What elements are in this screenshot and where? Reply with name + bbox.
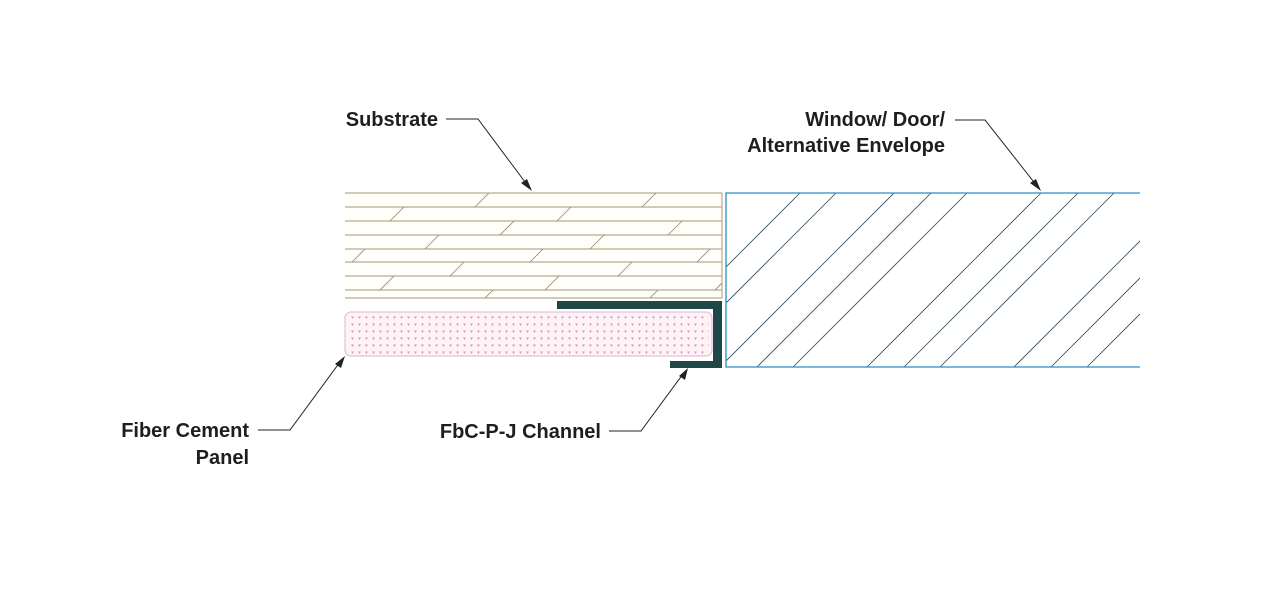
substrate-joint	[649, 289, 659, 298]
substrate-joints	[351, 193, 722, 298]
window-door-envelope	[725, 192, 1140, 368]
substrate-joint	[379, 275, 395, 291]
envelope-hatch-line	[792, 193, 968, 367]
channel-arrow-icon	[679, 368, 688, 380]
substrate-joint	[474, 193, 490, 208]
substrate-leader	[446, 118, 529, 187]
substrate-label: Substrate	[346, 109, 438, 131]
substrate-joint	[696, 248, 711, 263]
substrate-joint	[617, 261, 633, 277]
envelope-hatch-line	[1086, 313, 1140, 367]
panel-leader	[258, 361, 341, 431]
leader-arrowheads	[335, 179, 1041, 380]
envelope-hatch-line	[726, 193, 837, 304]
envelope-hatch-line	[866, 193, 1042, 367]
substrate-joint	[529, 248, 544, 263]
substrate-joint	[449, 261, 465, 277]
substrate-joint	[389, 206, 405, 222]
fiber-cement-panel	[344, 311, 713, 357]
channel-leader	[609, 373, 684, 432]
envelope-hatch-line	[1013, 240, 1140, 367]
substrate-joint	[556, 206, 572, 222]
substrate-joint	[544, 275, 560, 291]
substrate-joint	[667, 220, 683, 236]
envelope-label-line2: Alternative Envelope	[747, 135, 945, 157]
substrate-arrow-icon	[521, 179, 532, 191]
substrate-joint	[499, 220, 515, 236]
substrate-joint	[484, 289, 494, 298]
envelope-label-line1: Window/ Door/	[805, 109, 945, 131]
substrate-joint	[589, 234, 605, 250]
envelope-hatch-line	[726, 193, 801, 268]
envelope-leader	[955, 119, 1038, 187]
envelope-hatch-line	[1050, 277, 1140, 367]
panel-label-line2: Panel	[196, 447, 249, 469]
substrate-courses	[345, 192, 722, 299]
leaders	[258, 118, 1038, 432]
envelope-hatch-line	[903, 193, 1079, 367]
fbc-p-j-channel	[557, 301, 722, 368]
substrate-joint	[641, 193, 657, 208]
panel-arrow-icon	[335, 356, 345, 368]
envelope-hatch	[726, 193, 1140, 367]
substrate-joint	[351, 248, 366, 263]
substrate	[345, 192, 723, 299]
envelope-arrow-icon	[1030, 179, 1041, 191]
panel-label-line1: Fiber Cement	[121, 420, 249, 442]
envelope-hatch-line	[756, 193, 932, 367]
substrate-joint	[424, 234, 440, 250]
envelope-hatch-line	[939, 193, 1115, 367]
channel-label: FbC-P-J Channel	[440, 421, 601, 443]
envelope-hatch-line	[726, 193, 895, 362]
substrate-joint	[714, 282, 722, 291]
